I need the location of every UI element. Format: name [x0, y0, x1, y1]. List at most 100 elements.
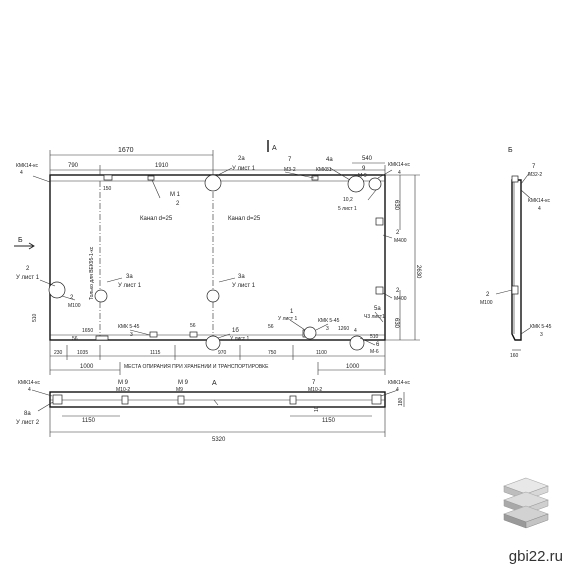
part-bottom-1	[149, 331, 158, 338]
dim-630-bottom: 630	[393, 318, 399, 329]
dim-790: 790	[68, 163, 79, 169]
hole-top-mid	[204, 174, 222, 192]
embedded-parts	[54, 174, 384, 341]
svg-text:Б: Б	[18, 237, 23, 244]
gbi22-logo-icon	[503, 477, 549, 529]
svg-text:3а: 3а	[126, 274, 133, 280]
dim-150: 150	[103, 186, 112, 192]
view-arrow-b: Б	[14, 237, 35, 250]
section-part-left	[52, 394, 63, 405]
svg-text:2: 2	[396, 230, 400, 236]
kmk-right-num: 4	[398, 170, 401, 176]
main-panel-view	[49, 174, 386, 341]
svg-text:1150: 1150	[82, 418, 96, 424]
top-dimensions: 1670 790 1910	[49, 147, 386, 175]
section-outline	[49, 391, 386, 408]
dim-1000-left: 1000	[80, 364, 94, 370]
canal-left-label: Канал d=25	[140, 216, 173, 222]
svg-text:2а: 2а	[238, 156, 245, 162]
dim-56: 56	[72, 336, 78, 342]
misc-dimensions: 150 510 1650 1260 56	[32, 186, 349, 342]
part-bottom-2	[189, 331, 198, 338]
dim-970: 970	[218, 350, 227, 356]
svg-text:А: А	[272, 145, 277, 152]
part-right-top	[375, 217, 384, 226]
svg-text:М400: М400	[394, 296, 407, 302]
dim-2630: 2630	[415, 265, 421, 279]
svg-text:10: 10	[314, 406, 320, 412]
dim-540: 540	[362, 156, 373, 162]
dim-1035: 1035	[77, 350, 88, 356]
svg-text:2: 2	[70, 295, 74, 301]
svg-text:6: 6	[376, 342, 380, 348]
svg-text:4: 4	[28, 387, 31, 393]
svg-text:У лист 1: У лист 1	[230, 336, 249, 342]
svg-text:МЗ-2: МЗ-2	[284, 167, 296, 173]
svg-text:3: 3	[326, 326, 329, 332]
dim-230: 230	[54, 350, 63, 356]
hole-bottom-mid	[205, 335, 221, 351]
callouts-main: КМК14-кс 4 2а У лист 1 7 МЗ-2 4а КМК81 К…	[16, 156, 410, 355]
hole-channel-right	[206, 289, 220, 303]
vertical-note: Только для ВЕК95-1-кс	[89, 246, 95, 300]
dim-630-top: 630	[393, 200, 399, 211]
canal-right-label: Канал d=25	[228, 216, 261, 222]
svg-text:56: 56	[190, 323, 196, 329]
svg-text:У лист 2: У лист 2	[16, 420, 40, 426]
svg-text:2: 2	[26, 266, 30, 272]
dim-1650: 1650	[82, 328, 93, 334]
svg-text:А: А	[212, 380, 217, 387]
svg-text:КМК14-кс: КМК14-кс	[528, 198, 550, 204]
kmk-right-label: КМК14-кс	[388, 162, 410, 168]
part-top-mid	[147, 175, 155, 181]
hole-top-right-2	[368, 177, 382, 191]
svg-text:1: 1	[290, 309, 294, 315]
kmk-bottom-right-label: КМК 5-45	[318, 318, 340, 324]
svg-text:Б: Б	[508, 147, 513, 154]
svg-text:2: 2	[396, 288, 400, 294]
site-watermark[interactable]: gbi22.ru	[508, 548, 563, 565]
dim-1000-right: 1000	[346, 364, 360, 370]
svg-text:М400: М400	[394, 238, 407, 244]
side-outline	[511, 179, 522, 341]
svg-text:М100: М100	[68, 303, 81, 309]
svg-text:У лист 1: У лист 1	[232, 166, 256, 172]
svg-text:2: 2	[176, 201, 180, 207]
svg-text:КМК14-кс: КМК14-кс	[18, 380, 40, 386]
svg-text:9: 9	[362, 166, 366, 172]
svg-text:3: 3	[540, 332, 543, 338]
hole-left	[48, 281, 66, 299]
svg-text:3а: 3а	[238, 274, 245, 280]
svg-text:У лист 1: У лист 1	[118, 283, 142, 289]
dim-1910: 1910	[155, 163, 169, 169]
holes	[48, 174, 382, 351]
svg-text:М-9: М-9	[358, 173, 367, 179]
svg-text:1б: 1б	[232, 328, 239, 334]
supports-note: МЕСТА ОПИРАНИЯ ПРИ ХРАНЕНИИ И ТРАНСПОРТИ…	[124, 364, 269, 370]
svg-text:М 1: М 1	[170, 192, 181, 198]
svg-text:160: 160	[510, 353, 519, 359]
hole-top-right-1	[347, 175, 365, 193]
section-part-right	[371, 394, 382, 405]
svg-text:4: 4	[538, 206, 541, 212]
svg-text:М-6: М-6	[370, 349, 379, 355]
bottom-dimensions: 230 1035 1115 970 750 1100 1000 1000 МЕС…	[49, 340, 386, 375]
svg-text:М100: М100	[480, 300, 493, 306]
svg-text:3: 3	[130, 332, 133, 338]
svg-text:7: 7	[312, 380, 316, 386]
svg-text:М10-2: М10-2	[308, 387, 322, 393]
svg-text:М9: М9	[176, 387, 183, 393]
dim-750: 750	[268, 350, 277, 356]
right-dimensions: 2630 630 630 540 510	[352, 156, 421, 341]
svg-text:5 лист 1: 5 лист 1	[338, 206, 357, 212]
kmk-left-label: КМК14-кс	[16, 163, 38, 169]
svg-text:КМК 5-45: КМК 5-45	[530, 324, 552, 330]
kmk-bottom-left-label: КМК 5-45	[118, 324, 140, 330]
hole-bottom-right-2	[349, 335, 365, 351]
leaders	[32, 167, 393, 346]
svg-text:У лист 1: У лист 1	[232, 283, 256, 289]
svg-text:56: 56	[268, 324, 274, 330]
part-top-right	[311, 175, 319, 181]
hole-channel-left	[94, 289, 108, 303]
